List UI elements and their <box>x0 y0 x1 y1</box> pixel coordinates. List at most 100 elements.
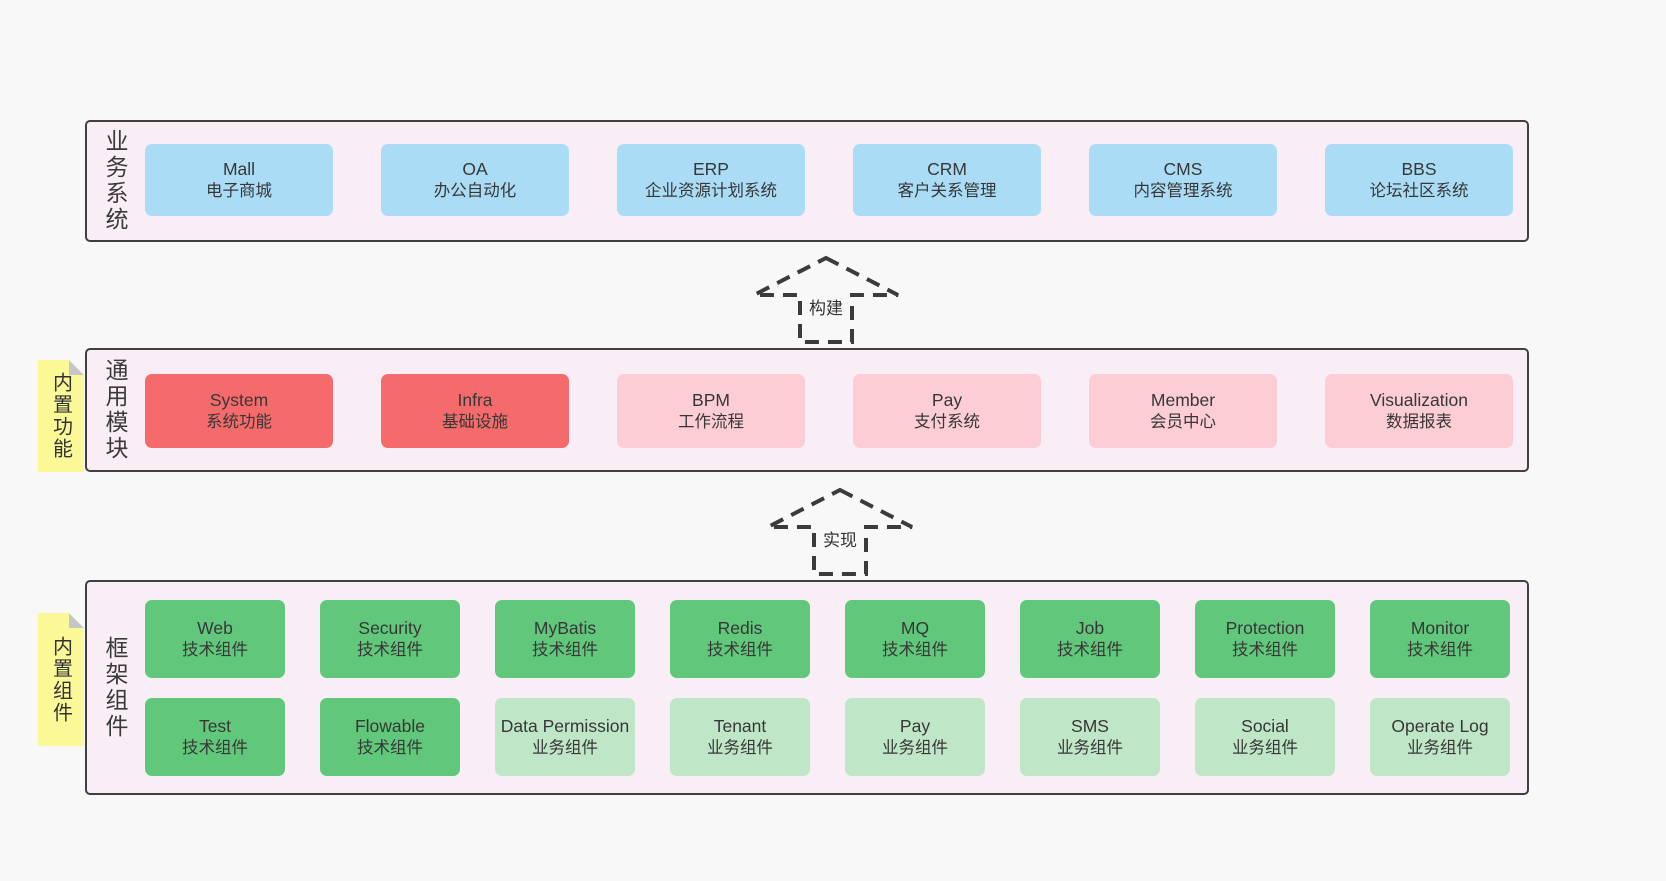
box-protection-subtitle: 技术组件 <box>1232 640 1298 659</box>
sticky-built-in-functions: 内置功能 <box>38 360 84 472</box>
box-erp: ERP 企业资源计划系统 <box>617 144 805 216</box>
box-monitor-subtitle: 技术组件 <box>1407 640 1473 659</box>
box-operate-log-subtitle: 业务组件 <box>1407 738 1473 757</box>
box-web-title: Web <box>197 617 233 638</box>
box-visualization: Visualization 数据报表 <box>1325 374 1513 448</box>
box-crm-title: CRM <box>927 158 967 179</box>
framework-box-row-1: Web 技术组件 Security 技术组件 MyBatis 技术组件 Redi… <box>145 600 1527 678</box>
box-mall: Mall 电子商城 <box>145 144 333 216</box>
box-bbs-subtitle: 论坛社区系统 <box>1369 181 1469 200</box>
box-mq: MQ 技术组件 <box>845 600 985 678</box>
box-social-title: Social <box>1241 715 1289 736</box>
box-mq-title: MQ <box>900 617 930 638</box>
box-security-subtitle: 技术组件 <box>357 640 423 659</box>
band-business-label: 业务系统 <box>102 129 128 233</box>
box-protection-title: Protection <box>1225 617 1305 638</box>
box-job-subtitle: 技术组件 <box>1057 640 1123 659</box>
box-bbs: BBS 论坛社区系统 <box>1325 144 1513 216</box>
box-sms-subtitle: 业务组件 <box>1057 738 1123 757</box>
box-member-title: Member <box>1150 389 1216 410</box>
box-test: Test 技术组件 <box>145 698 285 776</box>
box-member: Member 会员中心 <box>1089 374 1277 448</box>
box-crm-subtitle: 客户关系管理 <box>897 181 997 200</box>
box-social: Social 业务组件 <box>1195 698 1335 776</box>
box-test-title: Test <box>198 715 232 736</box>
box-pay-component-title: Pay <box>899 715 931 736</box>
box-infra-title: Infra <box>457 389 493 410</box>
arrow-implement: 实现 <box>765 486 915 578</box>
box-mall-subtitle: 电子商城 <box>206 181 272 200</box>
box-job-title: Job <box>1075 617 1105 638</box>
box-mybatis: MyBatis 技术组件 <box>495 600 635 678</box>
box-operate-log-title: Operate Log <box>1391 715 1489 736</box>
framework-box-row-2: Test 技术组件 Flowable 技术组件 Data Permission … <box>145 698 1527 776</box>
box-erp-title: ERP <box>693 158 729 179</box>
sticky-built-in-components-label: 内置组件 <box>49 635 72 724</box>
band-modules-label: 通用模块 <box>102 358 128 462</box>
box-flowable-title: Flowable <box>354 715 426 736</box>
box-sms: SMS 业务组件 <box>1020 698 1160 776</box>
box-redis: Redis 技术组件 <box>670 600 810 678</box>
box-tenant-title: Tenant <box>713 715 767 736</box>
box-system-title: System <box>209 389 269 410</box>
box-mybatis-subtitle: 技术组件 <box>532 640 598 659</box>
arrow-implement-label: 实现 <box>820 526 860 551</box>
box-erp-subtitle: 企业资源计划系统 <box>645 181 777 200</box>
box-visualization-subtitle: 数据报表 <box>1386 412 1452 431</box>
box-system: System 系统功能 <box>145 374 333 448</box>
box-pay-component-subtitle: 业务组件 <box>882 738 948 757</box>
box-redis-title: Redis <box>717 617 763 638</box>
box-bpm-subtitle: 工作流程 <box>678 412 744 431</box>
box-system-subtitle: 系统功能 <box>206 412 272 431</box>
box-crm: CRM 客户关系管理 <box>853 144 1041 216</box>
box-sms-title: SMS <box>1071 715 1109 736</box>
box-social-subtitle: 业务组件 <box>1232 738 1298 757</box>
arrow-build: 构建 <box>751 254 901 346</box>
box-pay-component: Pay 业务组件 <box>845 698 985 776</box>
box-data-permission: Data Permission 业务组件 <box>495 698 635 776</box>
band-framework-components: 框架组件 Web 技术组件 Security 技术组件 MyBatis 技术组件… <box>85 580 1529 795</box>
box-oa-title: OA <box>462 158 488 179</box>
box-redis-subtitle: 技术组件 <box>707 640 773 659</box>
box-flowable: Flowable 技术组件 <box>320 698 460 776</box>
box-oa-subtitle: 办公自动化 <box>433 181 517 200</box>
sticky-built-in-functions-label: 内置功能 <box>49 372 72 460</box>
box-monitor-title: Monitor <box>1410 617 1470 638</box>
box-data-permission-title: Data Permission <box>500 715 630 736</box>
band-business-systems: 业务系统 Mall 电子商城 OA 办公自动化 ERP 企业资源计划系统 CRM… <box>85 120 1529 242</box>
modules-box-row: System 系统功能 Infra 基础设施 BPM 工作流程 Pay 支付系统… <box>145 374 1527 448</box>
box-cms-subtitle: 内容管理系统 <box>1133 181 1233 200</box>
box-cms-title: CMS <box>1163 158 1203 179</box>
business-box-row: Mall 电子商城 OA 办公自动化 ERP 企业资源计划系统 CRM 客户关系… <box>145 144 1527 216</box>
box-infra: Infra 基础设施 <box>381 374 569 448</box>
box-flowable-subtitle: 技术组件 <box>357 738 423 757</box>
box-pay-module-subtitle: 支付系统 <box>914 412 980 431</box>
box-tenant: Tenant 业务组件 <box>670 698 810 776</box>
box-data-permission-subtitle: 业务组件 <box>532 738 598 757</box>
box-security: Security 技术组件 <box>320 600 460 678</box>
box-pay-module-title: Pay <box>931 389 963 410</box>
box-web: Web 技术组件 <box>145 600 285 678</box>
sticky-built-in-components: 内置组件 <box>38 613 84 746</box>
box-operate-log: Operate Log 业务组件 <box>1370 698 1510 776</box>
band-common-modules: 通用模块 System 系统功能 Infra 基础设施 BPM 工作流程 Pay… <box>85 348 1529 472</box>
box-job: Job 技术组件 <box>1020 600 1160 678</box>
box-mybatis-title: MyBatis <box>533 617 597 638</box>
up-arrow-icon <box>767 487 913 576</box>
box-pay-module: Pay 支付系统 <box>853 374 1041 448</box>
box-security-title: Security <box>358 617 422 638</box>
box-member-subtitle: 会员中心 <box>1150 412 1216 431</box>
up-arrow-icon <box>753 255 899 344</box>
box-tenant-subtitle: 业务组件 <box>707 738 773 757</box>
box-monitor: Monitor 技术组件 <box>1370 600 1510 678</box>
box-bbs-title: BBS <box>1401 158 1437 179</box>
box-bpm: BPM 工作流程 <box>617 374 805 448</box>
box-protection: Protection 技术组件 <box>1195 600 1335 678</box>
box-cms: CMS 内容管理系统 <box>1089 144 1277 216</box>
box-infra-subtitle: 基础设施 <box>442 412 508 431</box>
box-test-subtitle: 技术组件 <box>182 738 248 757</box>
box-web-subtitle: 技术组件 <box>182 640 248 659</box>
arrow-build-label: 构建 <box>806 294 846 319</box>
box-mall-title: Mall <box>222 158 256 179</box>
